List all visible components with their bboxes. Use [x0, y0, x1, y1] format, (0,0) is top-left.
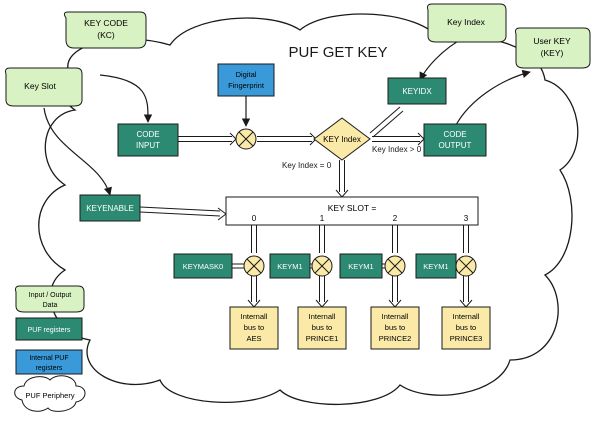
legend-io-data: Input / Output Data [15, 285, 85, 313]
output-bus-label: PRINCE3 [450, 334, 483, 343]
svg-text:KEY CODE: KEY CODE [84, 18, 128, 28]
keymask0-register: KEYMASK0 [173, 253, 233, 279]
output-bus-box: Internall bus to AES [229, 306, 279, 350]
output-bus-label: bus to [312, 323, 332, 332]
output-bus-label: Internall [453, 312, 480, 321]
svg-text:KEYIDX: KEYIDX [402, 87, 432, 96]
svg-text:User KEY: User KEY [533, 36, 571, 46]
diagram-title: PUF GET KEY [289, 44, 388, 61]
slot-index-label: 3 [464, 214, 469, 223]
slot-xor-nodes [243, 255, 477, 277]
arrow-codeoutput-to-userkey [455, 69, 531, 126]
code-input-register: CODE INPUT [117, 123, 179, 157]
output-bus-box: Internall bus to PRINCE2 [370, 306, 420, 350]
svg-text:KEY Index: KEY Index [323, 135, 361, 144]
svg-text:(KEY): (KEY) [541, 48, 564, 58]
svg-text:Input / Output: Input / Output [29, 292, 71, 299]
svg-text:KEYM1: KEYM1 [423, 262, 448, 271]
output-bus-label: bus to [244, 323, 264, 332]
xor-operator-icon [384, 255, 406, 277]
slot-index-labels: 0 1 2 3 [252, 214, 469, 223]
bus-arrows [139, 106, 425, 221]
svg-text:Key Slot: Key Slot [24, 81, 56, 91]
key-code-box: KEY CODE (KC) [63, 11, 147, 49]
output-bus-label: PRINCE2 [379, 334, 412, 343]
legend-puf-periphery: PUF Periphery [14, 375, 86, 412]
svg-text:Data: Data [43, 302, 58, 309]
svg-text:Key Index: Key Index [447, 17, 486, 27]
keyidx-register: KEYIDX [387, 77, 447, 105]
arrow-kc-to-code-input [99, 74, 153, 123]
svg-text:KEYMASK0: KEYMASK0 [183, 262, 223, 271]
connectors [43, 35, 531, 196]
legend-internal-registers: Internal PUF registers [15, 349, 83, 375]
output-boxes: Internall bus to AES Internall bus to PRINCE1… [229, 306, 491, 350]
svg-text:INPUT: INPUT [136, 141, 160, 150]
arrow-keyslot-to-keyenable [43, 107, 112, 196]
svg-text:PUF Periphery: PUF Periphery [25, 391, 74, 400]
svg-text:KEYENABLE: KEYENABLE [86, 204, 134, 213]
legend-puf-registers: PUF registers [15, 317, 83, 341]
keym1-register-c: KEYM1 [415, 253, 457, 279]
keyenable-register: KEYENABLE [79, 194, 141, 222]
output-bus-box: Internall bus to PRINCE1 [297, 306, 347, 350]
svg-text:CODE: CODE [443, 130, 466, 139]
user-key-box: User KEY (KEY) [515, 27, 591, 69]
svg-text:PUF registers: PUF registers [28, 327, 71, 334]
output-bus-box: Internall bus to PRINCE3 [441, 306, 491, 350]
svg-text:registers: registers [36, 365, 63, 372]
svg-text:KEYM1: KEYM1 [348, 262, 373, 271]
legend: Input / Output Data PUF registers Intern… [14, 285, 86, 412]
svg-text:Fingerprint: Fingerprint [228, 81, 265, 90]
xor-operator-icon [311, 255, 333, 277]
xor-operator-icon [455, 255, 477, 277]
output-bus-label: Internall [382, 312, 409, 321]
key-index-decision: KEY Index [313, 117, 371, 161]
slot-index-label: 0 [252, 214, 257, 223]
svg-text:Internal PUF: Internal PUF [29, 355, 68, 362]
output-bus-label: bus to [385, 323, 405, 332]
keym1-register-b: KEYM1 [339, 253, 383, 279]
keym1-register-a: KEYM1 [269, 253, 311, 279]
svg-text:(KC): (KC) [97, 30, 115, 40]
code-output-register: CODE OUTPUT [423, 123, 487, 157]
slot-index-label: 1 [320, 214, 325, 223]
output-bus-label: PRINCE1 [306, 334, 339, 343]
svg-text:Digital: Digital [236, 70, 257, 79]
svg-text:KEYM1: KEYM1 [277, 262, 302, 271]
svg-text:CODE: CODE [136, 130, 159, 139]
svg-text:KEY SLOT =: KEY SLOT = [328, 203, 377, 213]
label-key-index-gt: Key Index > 0 [372, 145, 422, 154]
output-bus-label: bus to [456, 323, 476, 332]
output-bus-label: Internall [309, 312, 336, 321]
label-key-index-eq: Key Index = 0 [282, 161, 332, 170]
key-slot-bar: KEY SLOT = [225, 196, 479, 226]
xor-operator-icon [243, 255, 265, 277]
key-slot-box: Key Slot [5, 67, 83, 107]
svg-text:OUTPUT: OUTPUT [439, 141, 472, 150]
digital-fingerprint-register: Digital Fingerprint [217, 63, 275, 97]
key-index-box: Key Index [427, 3, 507, 43]
output-bus-label: AES [246, 334, 261, 343]
output-bus-label: Internall [241, 312, 268, 321]
slot-index-label: 2 [393, 214, 398, 223]
xor-operator-icon [235, 128, 257, 150]
